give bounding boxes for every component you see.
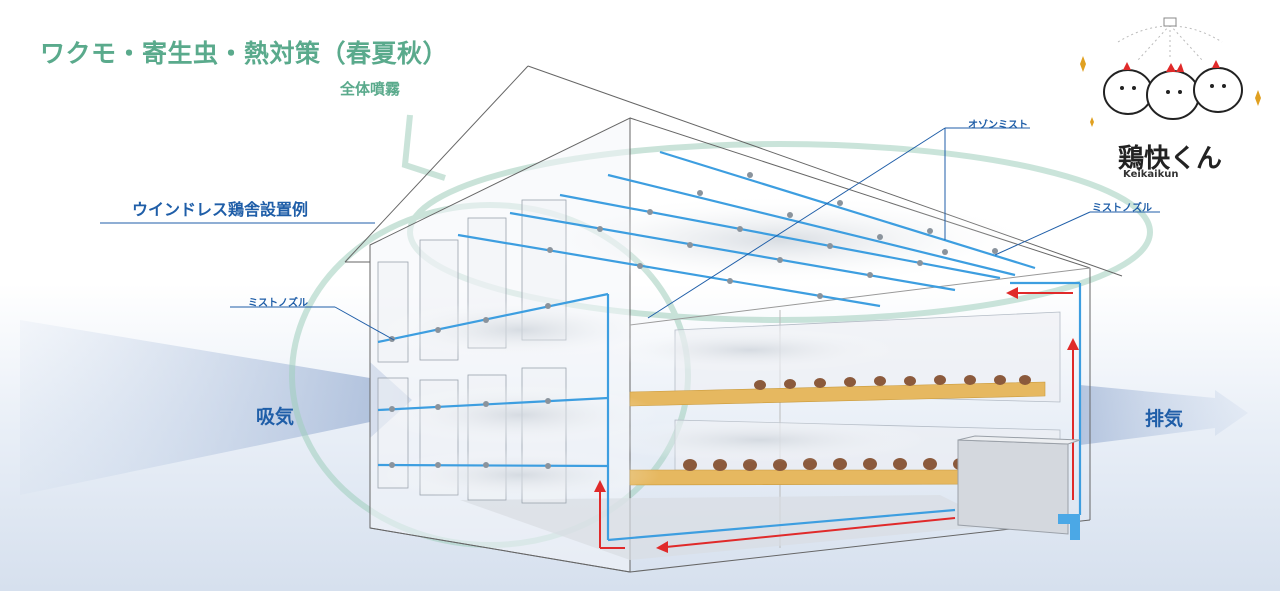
- hens: [683, 375, 1031, 471]
- wall-mist-pipes: [377, 281, 1082, 542]
- mist-spray: [380, 195, 1040, 501]
- mist-unit: [957, 435, 1081, 540]
- mist-nozzle-label-left: ミストノズル: [248, 298, 308, 309]
- logo-name: 鶏快くん: [1118, 144, 1223, 174]
- callout-lines: [100, 127, 1160, 341]
- intake-arrow: [20, 320, 412, 495]
- ozone-mist-label: オゾンミスト: [968, 120, 1028, 131]
- ozone-mist-pipes: [457, 150, 1036, 308]
- wall-mist-nozzles: [389, 303, 551, 469]
- logo-romaji: Keikaikun: [1123, 169, 1179, 180]
- coop-floor: [460, 495, 1000, 560]
- intake-label: 吸気: [256, 406, 295, 428]
- keikaikun-logo: [1080, 17, 1261, 127]
- exhaust-arrow: [1080, 385, 1248, 445]
- installation-example-label: ウインドレス鶏舎設置例: [132, 200, 309, 219]
- exhaust-label: 排気: [1145, 408, 1184, 430]
- page-title: ワクモ・寄生虫・熱対策（春夏秋）: [40, 39, 449, 68]
- page-subtitle: 全体噴霧: [340, 80, 401, 98]
- return-flow-arrows: [594, 287, 1079, 553]
- ozone-mist-nozzles: [547, 172, 998, 299]
- mist-nozzle-label-right: ミストノズル: [1092, 203, 1152, 214]
